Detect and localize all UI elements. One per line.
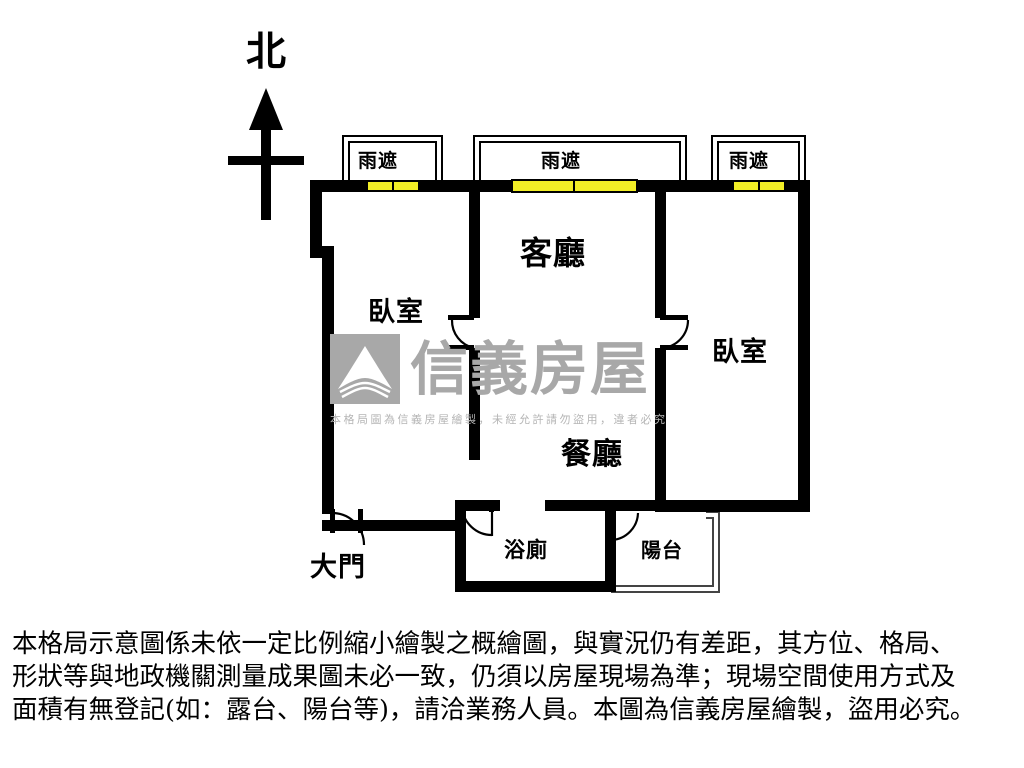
north-arrow-icon — [228, 88, 304, 230]
room-label-bedroom-right: 臥室 — [712, 337, 768, 368]
room-label-balcony: 陽台 — [641, 538, 683, 562]
door-bathroom — [458, 500, 494, 537]
compass: 北 — [216, 28, 316, 230]
door-bedroom-right — [660, 315, 690, 350]
door-balcony — [608, 506, 644, 548]
door-bedroom-left — [448, 315, 475, 350]
room-label-dining: 餐廳 — [561, 437, 623, 472]
disclaimer: 本格局示意圖係未依一定比例縮小繪製之概繪圖，與實況仍有差距，其方位、格局、 形狀… — [12, 628, 1012, 727]
eave-label-right: 雨遮 — [729, 150, 770, 172]
disclaimer-line-1: 本格局示意圖係未依一定比例縮小繪製之概繪圖，與實況仍有差距，其方位、格局、 — [12, 629, 956, 659]
disclaimer-line-2: 形狀等與地政機關測量成果圖未必一致，仍須以房屋現場為準；現場空間使用方式及 — [12, 662, 956, 692]
room-label-bedroom-left: 臥室 — [368, 297, 424, 328]
compass-north-label: 北 — [246, 28, 286, 75]
disclaimer-line-3: 面積有無登記(如：露台、陽台等)，請洽業務人員。本圖為信義房屋繪製，盜用必究。 — [12, 695, 976, 725]
room-label-bathroom: 浴廁 — [504, 537, 548, 562]
window-left — [366, 180, 420, 192]
window-right — [732, 180, 786, 192]
label-main-entrance: 大門 — [310, 552, 366, 583]
window-center — [511, 179, 638, 193]
eave-label-center: 雨遮 — [541, 150, 582, 172]
eave-label-left: 雨遮 — [358, 150, 399, 172]
door-main-entrance — [330, 509, 366, 546]
room-label-living: 客廳 — [520, 234, 587, 272]
